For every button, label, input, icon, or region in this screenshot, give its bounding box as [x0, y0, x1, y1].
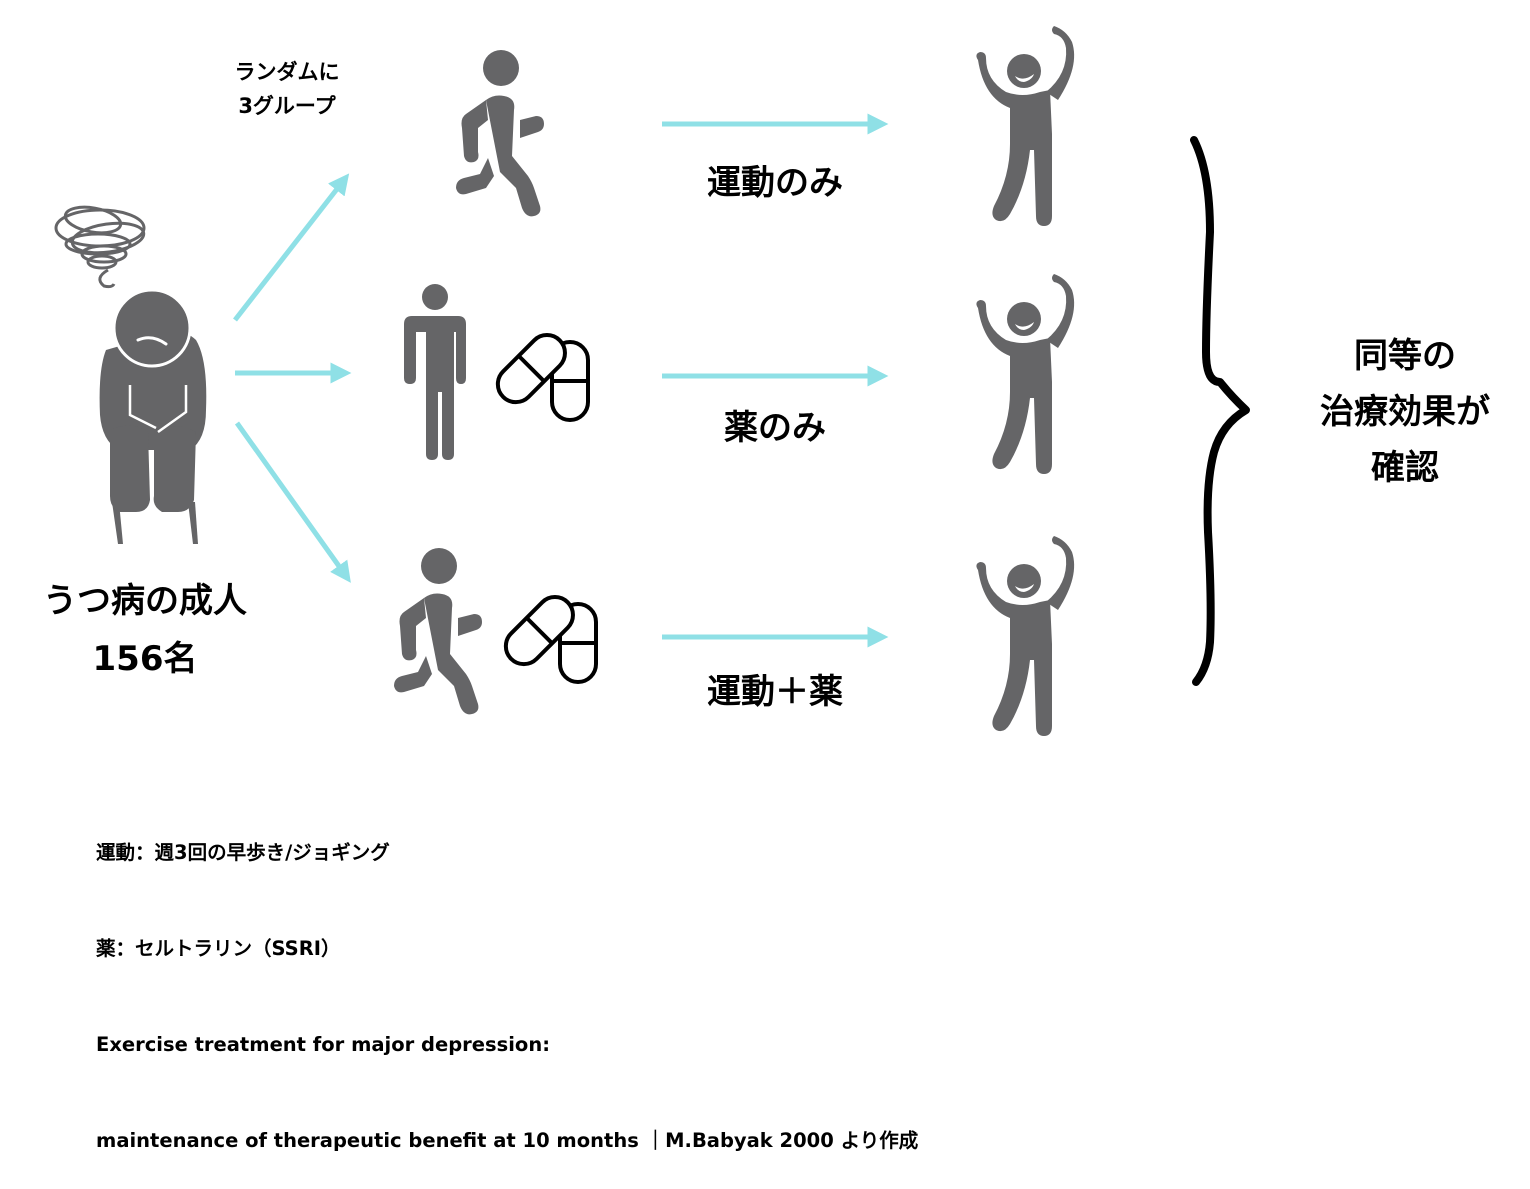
footnote-citation-source: maintenance of therapeutic benefit at 10…: [96, 1129, 919, 1152]
connector-arrows: [233, 113, 889, 648]
footnote-medication-definition: 薬：セルトラリン（SSRI）: [96, 937, 341, 960]
randomization-label-line1: ランダムに: [234, 60, 340, 84]
arrow-to-exercise-group: [233, 173, 350, 322]
conclusion-label: 同等の 治療効果が 確認: [1290, 328, 1520, 496]
footnote-citation-title: Exercise treatment for major depression:: [96, 1033, 550, 1056]
footnote-exercise-definition: 運動：週3回の早歩き/ジョギング: [96, 841, 390, 864]
population-count: 156名: [92, 639, 198, 679]
happy-person-icon: [970, 536, 1080, 741]
standing-person-icon: [402, 284, 468, 462]
conclusion-line3: 確認: [1371, 448, 1439, 488]
conclusion-line2: 治療効果が: [1320, 392, 1490, 432]
capsules-icon: [490, 322, 596, 424]
randomization-label-line2: 3グループ: [238, 94, 336, 118]
depressed-seated-person-icon: [48, 200, 218, 550]
happy-person-icon: [970, 274, 1080, 479]
population-label-line1: うつ病の成人: [43, 581, 247, 621]
group-label-medication: 薬のみ: [724, 408, 826, 448]
running-person-icon: [394, 546, 484, 716]
running-person-icon: [456, 48, 546, 218]
footnotes: 運動：週3回の早歩き/ジョギング 薬：セルトラリン（SSRI） Exercise…: [96, 773, 918, 1189]
confusion-scribble-icon: [54, 205, 146, 289]
happy-person-icon: [970, 26, 1080, 231]
curly-brace: [1180, 132, 1260, 692]
population-label: うつ病の成人 156名: [0, 572, 290, 688]
conclusion-line1: 同等の: [1354, 336, 1456, 376]
randomization-label: ランダムに 3グループ: [212, 55, 362, 123]
group-label-exercise: 運動のみ: [707, 163, 843, 203]
group-label-combined: 運動＋薬: [707, 672, 843, 712]
arrow-to-combined-group: [234, 421, 351, 583]
capsules-icon: [498, 584, 604, 686]
